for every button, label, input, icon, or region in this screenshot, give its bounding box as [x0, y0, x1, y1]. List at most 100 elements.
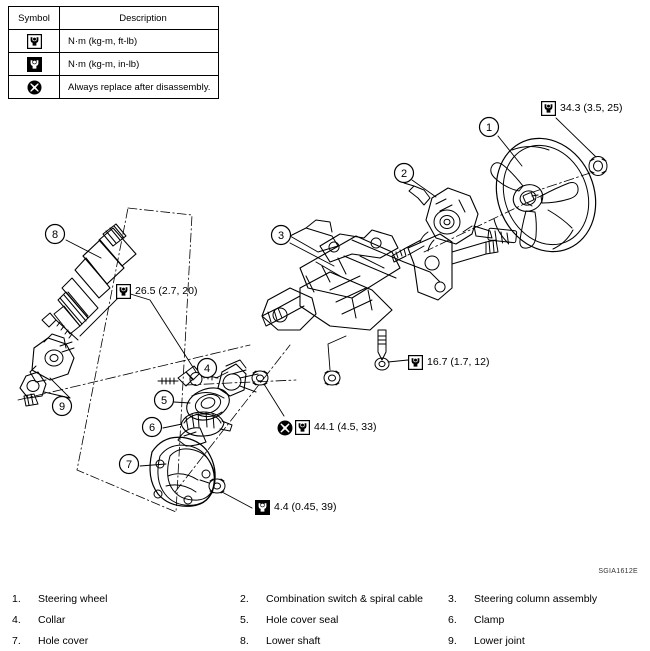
part-number: 5. — [240, 613, 249, 626]
torque-callout-lower-joint-nut: 44.1 (4.5, 33) — [277, 420, 376, 436]
torque-wrench-inlb-icon — [255, 500, 270, 515]
part-number: 8. — [240, 634, 249, 647]
part-label: Steering wheel — [38, 592, 108, 605]
torque-wrench-ftlb-icon — [295, 420, 310, 435]
torque-value: 26.5 (2.7, 20) — [135, 285, 198, 297]
collar-nut — [251, 370, 269, 386]
torque-wrench-ftlb-icon — [541, 101, 556, 116]
steering-wheel-part — [490, 137, 597, 253]
part-number: 4. — [12, 613, 21, 626]
symbol-column-header: Symbol — [8, 6, 60, 30]
part-number: 3. — [448, 592, 457, 605]
part-item-6: 6. Clamp — [436, 614, 650, 626]
leader-line-balloon-7 — [139, 463, 167, 467]
svg-text:7: 7 — [126, 459, 132, 471]
leader-line-balloon-3 — [289, 242, 335, 267]
torque-wrench-inlb-icon — [26, 56, 42, 72]
part-number: 9. — [448, 634, 457, 647]
part-item-8: 8. Lower shaft — [228, 635, 436, 647]
torque-callout-steering-wheel-nut: 34.3 (3.5, 25) — [541, 101, 622, 116]
steering-wheel-center-axis — [423, 172, 591, 253]
torque-wrench-inlb-icon-cell — [8, 52, 60, 76]
part-item-4: 4. Collar — [0, 614, 228, 626]
part-number: 2. — [240, 592, 249, 605]
svg-text:5: 5 — [161, 395, 167, 407]
table-row: Always replace after disassembly. — [8, 75, 219, 99]
part-label: Lower shaft — [266, 634, 321, 647]
part-number: 1. — [12, 592, 21, 605]
hole-cover-screw — [199, 478, 226, 494]
balloon-group: 1 2 3 4 5 6 7 8 — [44, 116, 500, 475]
torque-wrench-ftlb-icon — [26, 33, 42, 49]
svg-text:3: 3 — [278, 230, 284, 242]
leader-line-balloon-5 — [173, 401, 191, 404]
parts-legend-row: 1. Steering wheel 2. Combination switch … — [0, 588, 650, 609]
balloon-3: 3 — [270, 224, 292, 246]
torque-callout-column-bolt: 16.7 (1.7, 12) — [408, 355, 489, 370]
leader-line-balloon-2 — [411, 179, 437, 198]
lower-shaft-part — [53, 223, 137, 335]
balloon-5: 5 — [153, 389, 175, 411]
svg-text:1: 1 — [486, 122, 492, 134]
symbol-legend-table: Symbol Description N·m (kg-m, ft-lb) — [8, 6, 219, 99]
column-mounting-bolts — [323, 329, 390, 386]
svg-text:4: 4 — [204, 363, 210, 375]
symbol-description: Always replace after disassembly. — [59, 75, 219, 99]
part-number: 6. — [448, 613, 457, 626]
combination-switch-part — [391, 182, 518, 263]
construction-frame — [76, 207, 193, 513]
part-item-1: 1. Steering wheel — [0, 593, 228, 605]
torque-value: 34.3 (3.5, 25) — [560, 102, 623, 114]
svg-text:2: 2 — [401, 168, 407, 180]
table-row: N·m (kg-m, ft-lb) — [8, 29, 219, 53]
replace-part-icon — [27, 80, 42, 95]
torque-value: 16.7 (1.7, 12) — [427, 356, 490, 368]
part-item-7: 7. Hole cover — [0, 635, 228, 647]
leader-line-hole-cover-screw — [221, 491, 253, 509]
balloon-1: 1 — [478, 116, 500, 138]
clamp-part — [180, 411, 233, 437]
parts-legend-row: 7. Hole cover 8. Lower shaft 9. Lower jo… — [0, 630, 650, 651]
svg-text:8: 8 — [52, 229, 58, 241]
torque-wrench-ftlb-icon-cell — [8, 29, 60, 53]
svg-text:6: 6 — [149, 422, 155, 434]
parts-legend-row: 4. Collar 5. Hole cover seal 6. Clamp — [0, 609, 650, 630]
part-item-2: 2. Combination switch & spiral cable — [228, 593, 436, 605]
balloon-4: 4 — [196, 357, 218, 379]
torque-wrench-ftlb-icon — [116, 284, 131, 299]
part-item-5: 5. Hole cover seal — [228, 614, 436, 626]
leader-line-balloon-8 — [65, 239, 102, 259]
part-label: Clamp — [474, 613, 505, 626]
leader-line-joint-bolt-lower — [123, 291, 197, 373]
leader-line-steering-wheel-nut — [555, 117, 597, 158]
balloon-6: 6 — [141, 416, 163, 438]
part-label: Hole cover seal — [266, 613, 339, 626]
leader-line-balloon-4 — [215, 371, 229, 379]
symbol-description: N·m (kg-m, ft-lb) — [59, 29, 219, 53]
leader-line-balloon-9 — [49, 377, 71, 399]
balloon-8: 8 — [44, 223, 66, 245]
hole-cover-part — [149, 427, 216, 507]
svg-text:9: 9 — [59, 401, 65, 413]
steering-column-assembly-part — [261, 219, 499, 331]
balloon-7: 7 — [118, 453, 140, 475]
replace-part-icon — [277, 420, 293, 436]
part-label: Hole cover — [38, 634, 89, 647]
drawing-number: SGIA1612E — [598, 568, 638, 575]
part-label: Lower joint — [474, 634, 525, 647]
balloon-9: 9 — [51, 395, 73, 417]
lower-joint-part — [19, 333, 75, 407]
torque-value: 4.4 (0.45, 39) — [274, 501, 337, 513]
steering-wheel-nut — [588, 156, 608, 176]
part-item-9: 9. Lower joint — [436, 635, 650, 647]
table-row: N·m (kg-m, in-lb) — [8, 52, 219, 76]
leader-line-balloon-1 — [497, 135, 523, 167]
part-item-3: 3. Steering column assembly — [436, 593, 650, 605]
part-label: Steering column assembly — [474, 592, 598, 605]
part-label: Combination switch & spiral cable — [266, 592, 423, 605]
shaft-center-axis — [17, 344, 251, 401]
leader-line-column-nut — [327, 335, 347, 371]
torque-wrench-ftlb-icon — [408, 355, 423, 370]
torque-callout-lower-shaft-bolt: 26.5 (2.7, 20) — [116, 284, 197, 299]
part-label: Collar — [38, 613, 66, 626]
